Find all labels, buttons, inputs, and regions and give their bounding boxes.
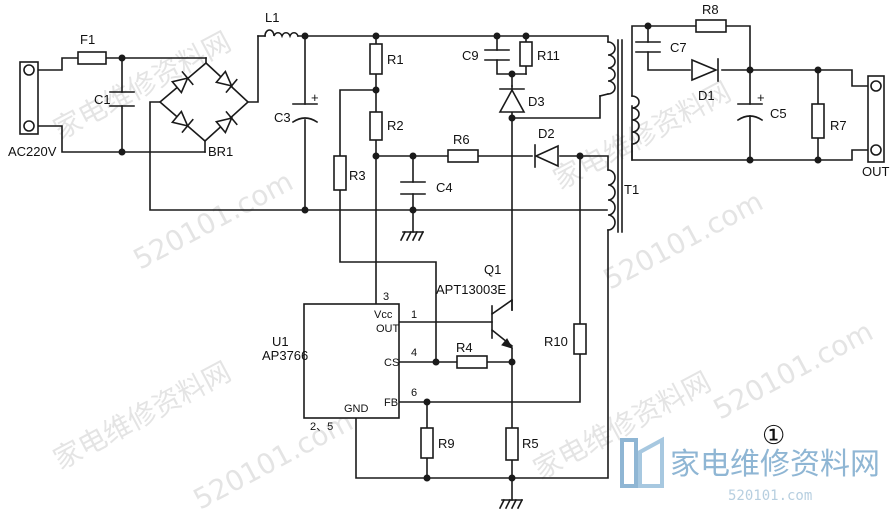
pin-vcc-label: Vcc <box>374 309 393 321</box>
capacitor-c9 <box>484 49 510 61</box>
transistor-q1 <box>490 298 514 349</box>
r3-label: R3 <box>349 168 366 183</box>
l1-label: L1 <box>265 10 279 25</box>
r11-label: R11 <box>537 48 560 63</box>
watermark-text: 520101.com <box>708 315 879 427</box>
d3-label: D3 <box>528 94 545 109</box>
diode-d3 <box>498 85 526 113</box>
resistor-r6 <box>447 149 479 163</box>
c9-label: C9 <box>462 48 479 63</box>
capacitor-c7 <box>635 41 661 53</box>
capacitor-c3 <box>291 103 319 124</box>
pin-number-6: 6 <box>411 387 417 399</box>
diode-d2 <box>534 144 559 168</box>
ac-input-label: AC220V <box>8 144 57 159</box>
pin-number-2-5: 2、5 <box>310 421 333 433</box>
q1-part-number: APT13003E <box>436 282 506 297</box>
c7-label: C7 <box>670 40 687 55</box>
logo-url: 520101.com <box>728 488 812 504</box>
resistor-r3 <box>333 155 347 191</box>
d2-label: D2 <box>538 126 555 141</box>
pin-cs-label: CS <box>384 357 399 369</box>
ground-symbol <box>498 498 524 510</box>
watermark-text: 家电维修资料网 <box>48 355 237 476</box>
ground-symbol <box>399 230 425 242</box>
pin-number-3: 3 <box>383 291 389 303</box>
f1-label: F1 <box>80 32 95 47</box>
logo-bracket-icon <box>620 438 638 488</box>
u1-part-number: AP3766 <box>262 348 308 363</box>
r6-label: R6 <box>453 132 470 147</box>
t1-label: T1 <box>624 182 639 197</box>
resistor-r7 <box>811 103 825 139</box>
site-logo: 家电维修资料网 520101.com <box>620 436 880 504</box>
r8-label: R8 <box>702 2 719 17</box>
capacitor-c1 <box>109 91 135 107</box>
resistor-r2 <box>369 111 383 141</box>
diode-d1 <box>691 58 719 82</box>
transformer-t1 <box>599 39 640 233</box>
inductor-l1 <box>264 29 300 39</box>
resistor-r10 <box>573 323 587 355</box>
figure-number: ① <box>762 420 785 450</box>
c5-label: C5 <box>770 106 787 121</box>
capacitor-c4 <box>400 181 426 195</box>
pin-gnd-label: GND <box>344 403 369 415</box>
pin-number-4: 4 <box>411 347 417 359</box>
output-connector <box>867 75 885 163</box>
resistor-r11 <box>519 41 533 67</box>
watermark-text: 520101.com <box>598 185 769 297</box>
u1-label: U1 <box>272 334 289 349</box>
r9-label: R9 <box>438 436 455 451</box>
c1-label: C1 <box>94 92 111 107</box>
fuse-f1 <box>77 51 107 65</box>
r7-label: R7 <box>830 118 847 133</box>
c3-label: C3 <box>274 110 291 125</box>
r4-label: R4 <box>456 340 473 355</box>
watermark-text: 520101.com <box>128 165 299 277</box>
resistor-r4 <box>456 355 488 369</box>
logo-text: 家电维修资料网 <box>670 447 880 482</box>
pin-out-label: OUT <box>376 323 400 335</box>
r1-label: R1 <box>387 52 404 67</box>
resistor-r1 <box>369 43 383 75</box>
pin-number-1: 1 <box>411 309 417 321</box>
r10-label: R10 <box>544 334 568 349</box>
bridge-rectifier-br1 <box>158 61 250 143</box>
br1-label: BR1 <box>208 144 233 159</box>
wiring <box>37 25 869 501</box>
pin-fb-label: FB <box>384 397 398 409</box>
ac-input-connector <box>19 61 39 135</box>
watermark-layer: 家电维修资料网 520101.com 家电维修资料网 520101.com 家电… <box>48 25 879 516</box>
capacitor-c5 <box>736 103 764 122</box>
r5-label: R5 <box>522 436 539 451</box>
c4-label: C4 <box>436 180 453 195</box>
ic-u1 <box>303 303 400 419</box>
junction-dots <box>118 22 822 482</box>
resistor-r8 <box>695 19 727 33</box>
c5-polarity: + <box>757 90 765 105</box>
output-label: OUT <box>862 164 890 179</box>
resistor-r9 <box>420 427 434 459</box>
c3-polarity: + <box>311 90 319 105</box>
r2-label: R2 <box>387 118 404 133</box>
d1-label: D1 <box>698 88 715 103</box>
resistor-r5 <box>505 427 519 461</box>
q1-label: Q1 <box>484 262 501 277</box>
watermark-text: 家电维修资料网 <box>48 25 237 146</box>
